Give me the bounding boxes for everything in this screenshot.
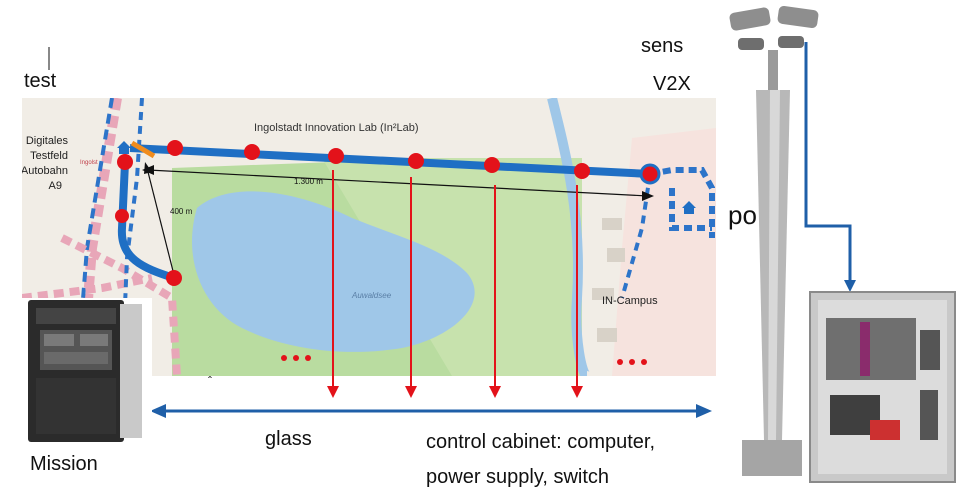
po-label: po xyxy=(728,200,757,230)
caret-mark: ˆ xyxy=(208,374,212,388)
distance-short-label: 400 m xyxy=(170,207,193,216)
red-arrows xyxy=(327,170,583,398)
cabinet-label-line1: control cabinet: computer, xyxy=(426,431,656,453)
left-arrow-icon xyxy=(150,404,166,418)
control-cabinet-image xyxy=(809,291,956,483)
testfeld-line: Digitales xyxy=(26,135,69,147)
lab-title: Ingolstadt Innovation Lab (In²Lab) xyxy=(254,122,419,134)
route-node xyxy=(408,153,424,169)
route-node xyxy=(328,148,344,164)
v2x-label: V2X xyxy=(653,73,691,95)
campus-area xyxy=(612,128,716,376)
distance-long-label: 1.300 m xyxy=(294,177,323,186)
route-node xyxy=(484,157,500,173)
campus-label: IN-Campus xyxy=(602,295,658,307)
glass-label: glass xyxy=(265,428,312,450)
down-arrow-icon xyxy=(844,280,856,292)
route-node xyxy=(166,270,182,286)
cabinet-label-line2: power supply, switch xyxy=(426,466,610,488)
down-arrow-icon xyxy=(571,386,583,398)
mission-server-image xyxy=(20,298,152,446)
testfeld-line: A9 xyxy=(49,180,62,192)
test-label: test xyxy=(24,70,57,92)
city-label: Ingolst xyxy=(80,160,98,166)
down-arrow-icon xyxy=(489,386,501,398)
route-node xyxy=(117,154,133,170)
testfeld-line: Autobahn xyxy=(22,165,68,177)
down-arrow-icon xyxy=(405,386,417,398)
route-east xyxy=(129,144,651,178)
route-node xyxy=(574,163,590,179)
route-south xyxy=(117,162,176,282)
cabinet-connection-line xyxy=(804,42,852,284)
route-node xyxy=(115,209,129,223)
down-arrow-icon xyxy=(327,386,339,398)
route-node xyxy=(639,163,661,185)
sensor-pole-image xyxy=(729,5,819,476)
mission-label: Mission xyxy=(30,453,98,475)
route-node xyxy=(244,144,260,160)
right-arrow-icon xyxy=(696,404,712,418)
testfeld-line: Testfeld xyxy=(30,150,68,162)
sens-label: sens xyxy=(641,35,684,57)
route-node xyxy=(167,140,183,156)
lake-label: Auwaldsee xyxy=(351,291,392,300)
route-nodes xyxy=(115,140,661,286)
